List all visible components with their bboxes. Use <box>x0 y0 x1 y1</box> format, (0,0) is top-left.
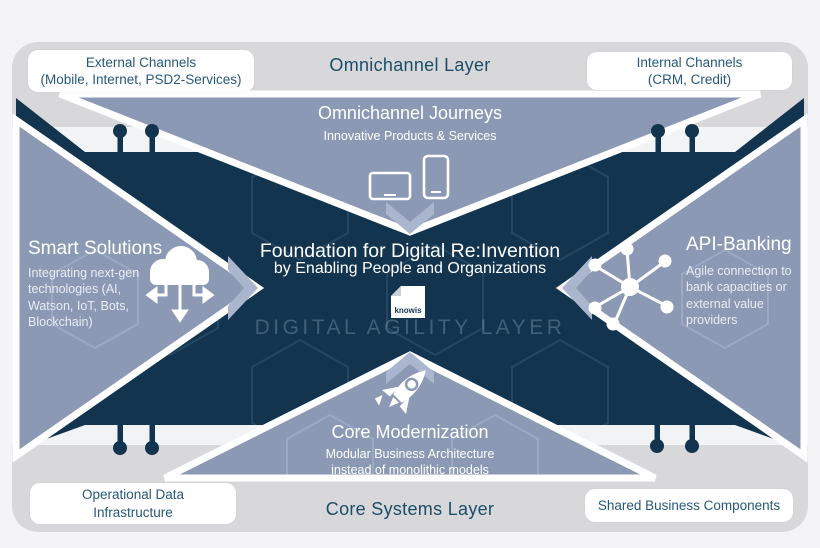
foundation-title: Foundation for Digital Re:Invention <box>259 240 561 262</box>
core-systems-layer-label: Core Systems Layer <box>325 499 495 519</box>
shared-business-box: Shared Business Components <box>585 489 793 522</box>
operational-data-box: Operational Data Infrastructure <box>30 483 236 524</box>
internal-channels-box: Internal Channels (CRM, Credit) <box>587 52 792 90</box>
api-banking-title: API-Banking <box>686 234 792 255</box>
chevron-left-icon <box>562 256 592 320</box>
core-modernization-subtitle: Modular Business Architecture instead of… <box>325 447 495 478</box>
chevron-up-icon <box>386 352 434 384</box>
omnichannel-layer-label: Omnichannel Layer <box>329 55 491 75</box>
pin-icon <box>113 124 127 154</box>
digital-agility-layer-watermark: DIGITAL AGILITY LAYER <box>254 316 566 339</box>
omnichannel-journeys-subtitle: Innovative Products & Services <box>323 129 497 143</box>
pin-icon <box>651 124 665 154</box>
external-channels-box: External Channels (Mobile, Internet, PSD… <box>28 50 254 92</box>
chevron-down-icon <box>386 202 434 234</box>
rocket-icon <box>374 370 426 415</box>
top-triangle <box>58 90 762 236</box>
foundation-subtitle: by Enabling People and Organizations <box>273 260 547 277</box>
triangle-tip-chevrons <box>228 202 592 384</box>
pin-icon <box>685 424 699 453</box>
knowis-logo-label: knowis <box>394 306 422 315</box>
core-modernization-title: Core Modernization <box>331 422 489 442</box>
pin-icon <box>650 424 664 453</box>
connector-pins <box>113 124 699 455</box>
pin-icon <box>113 424 127 455</box>
pin-icon <box>685 124 699 154</box>
chevron-right-icon <box>228 256 258 320</box>
cloud-technology-icon <box>145 246 215 323</box>
right-triangle <box>555 113 808 463</box>
section-triangles <box>12 90 808 482</box>
pin-icon <box>145 424 159 455</box>
pin-icon <box>145 124 159 154</box>
smart-solutions-title: Smart Solutions <box>28 238 163 259</box>
smart-solutions-subtitle: Integrating next-gen technologies (AI, W… <box>28 266 140 329</box>
devices-icon <box>368 154 450 201</box>
left-triangle <box>12 113 265 463</box>
omnichannel-journeys-title: Omnichannel Journeys <box>317 103 503 123</box>
hexagon-pattern-light <box>51 248 769 478</box>
network-api-icon <box>588 242 674 331</box>
knowis-logo <box>391 286 425 318</box>
api-banking-subtitle: Agile connection to bank capacities or e… <box>686 264 792 327</box>
bottom-triangle <box>163 351 657 482</box>
